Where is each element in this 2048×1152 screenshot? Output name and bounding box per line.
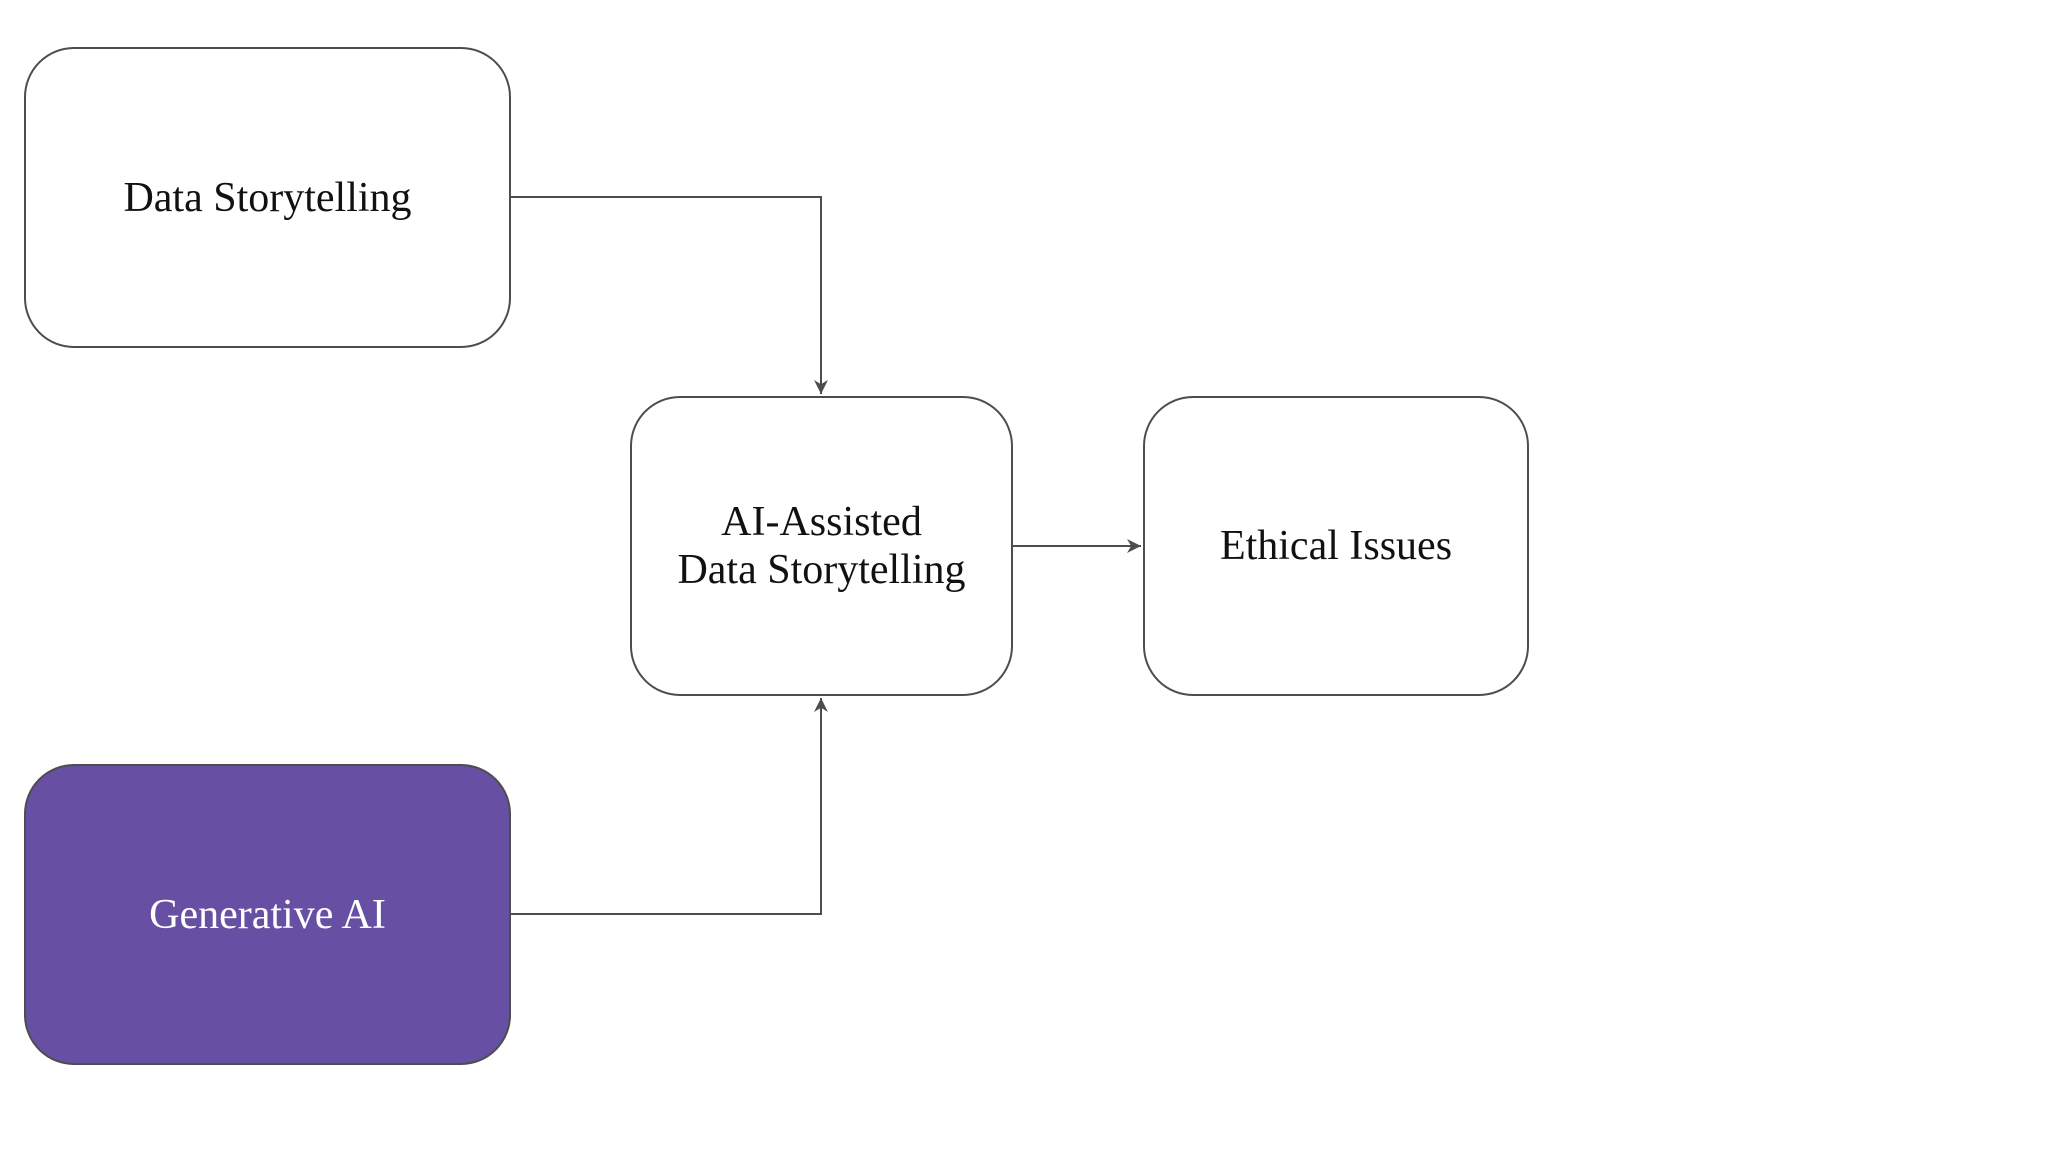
node-label: AI-Assisted Data Storytelling [677,499,966,593]
edge-generative-ai-to-ai-assisted [511,698,828,915]
node-label: Generative AI [149,891,386,938]
node-label: Data Storytelling [123,174,412,221]
node-label: Ethical Issues [1219,523,1453,569]
node-generative-ai[interactable]: Generative AI [24,764,511,1065]
node-ai-assisted-data-storytelling[interactable]: AI-Assisted Data Storytelling [630,396,1013,696]
node-data-storytelling[interactable]: Data Storytelling [24,47,511,348]
edge-data-storytelling-to-ai-assisted [511,196,828,394]
node-ethical-issues[interactable]: Ethical Issues [1143,396,1529,696]
